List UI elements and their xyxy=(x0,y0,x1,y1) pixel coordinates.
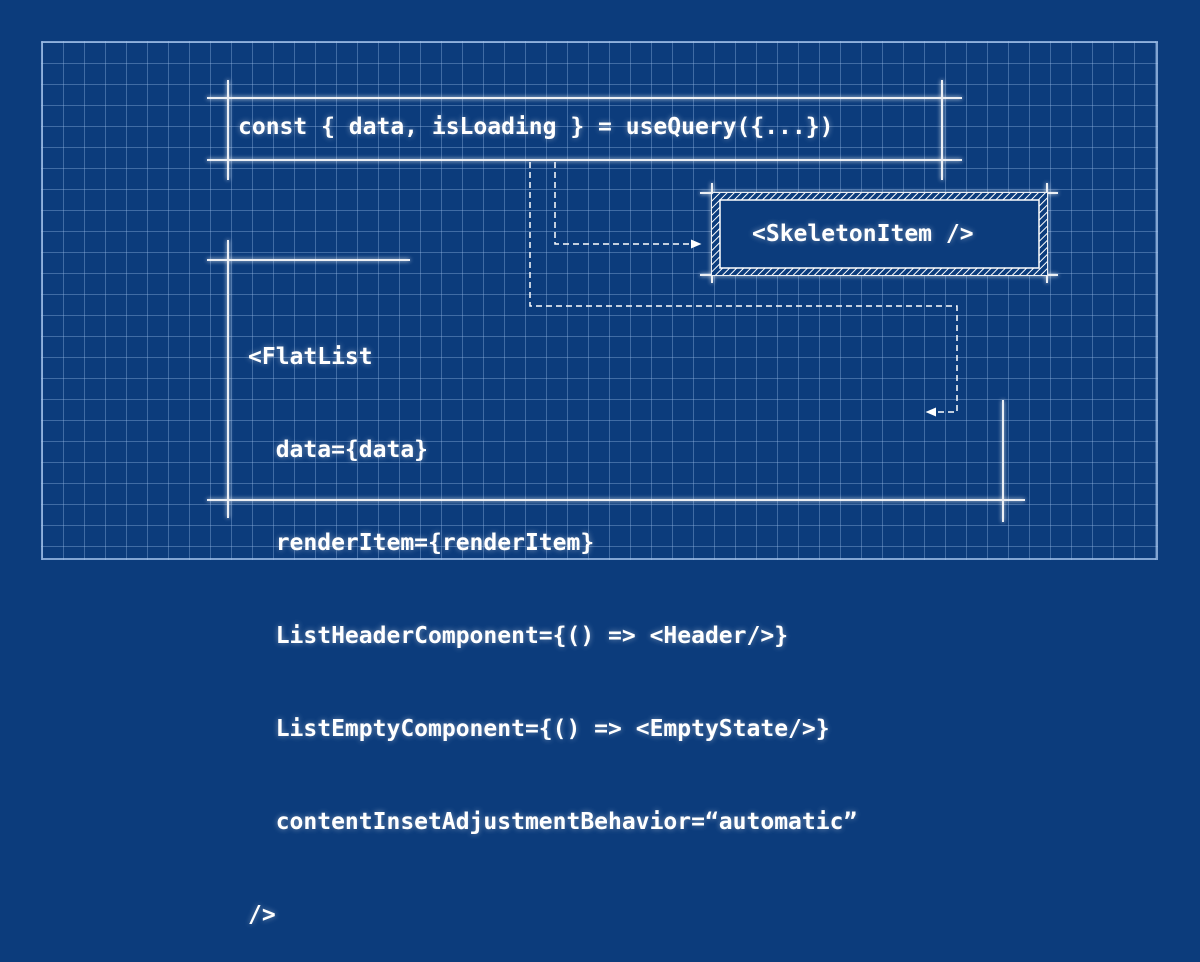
loading-arrow xyxy=(554,162,702,249)
code-line: ListEmptyComponent={() => <EmptyState/>} xyxy=(248,716,830,742)
usequery-code: const { data, isLoading } = useQuery({..… xyxy=(238,114,834,140)
flatlist-code: <FlatList data={data} renderItem={render… xyxy=(248,280,857,962)
code-line: contentInsetAdjustmentBehavior=“automati… xyxy=(248,809,858,835)
skeleton-box xyxy=(712,193,1047,275)
code-line: /> xyxy=(248,902,276,928)
skeleton-item-label: <SkeletonItem /> xyxy=(752,221,974,247)
empty-arrow xyxy=(529,162,958,417)
code-line: data={data} xyxy=(248,437,429,463)
diagram-lines xyxy=(207,80,1058,522)
code-line: ListHeaderComponent={() => <Header/>} xyxy=(248,623,789,649)
code-line: <FlatList xyxy=(248,344,373,370)
code-line: renderItem={renderItem} xyxy=(248,530,595,556)
